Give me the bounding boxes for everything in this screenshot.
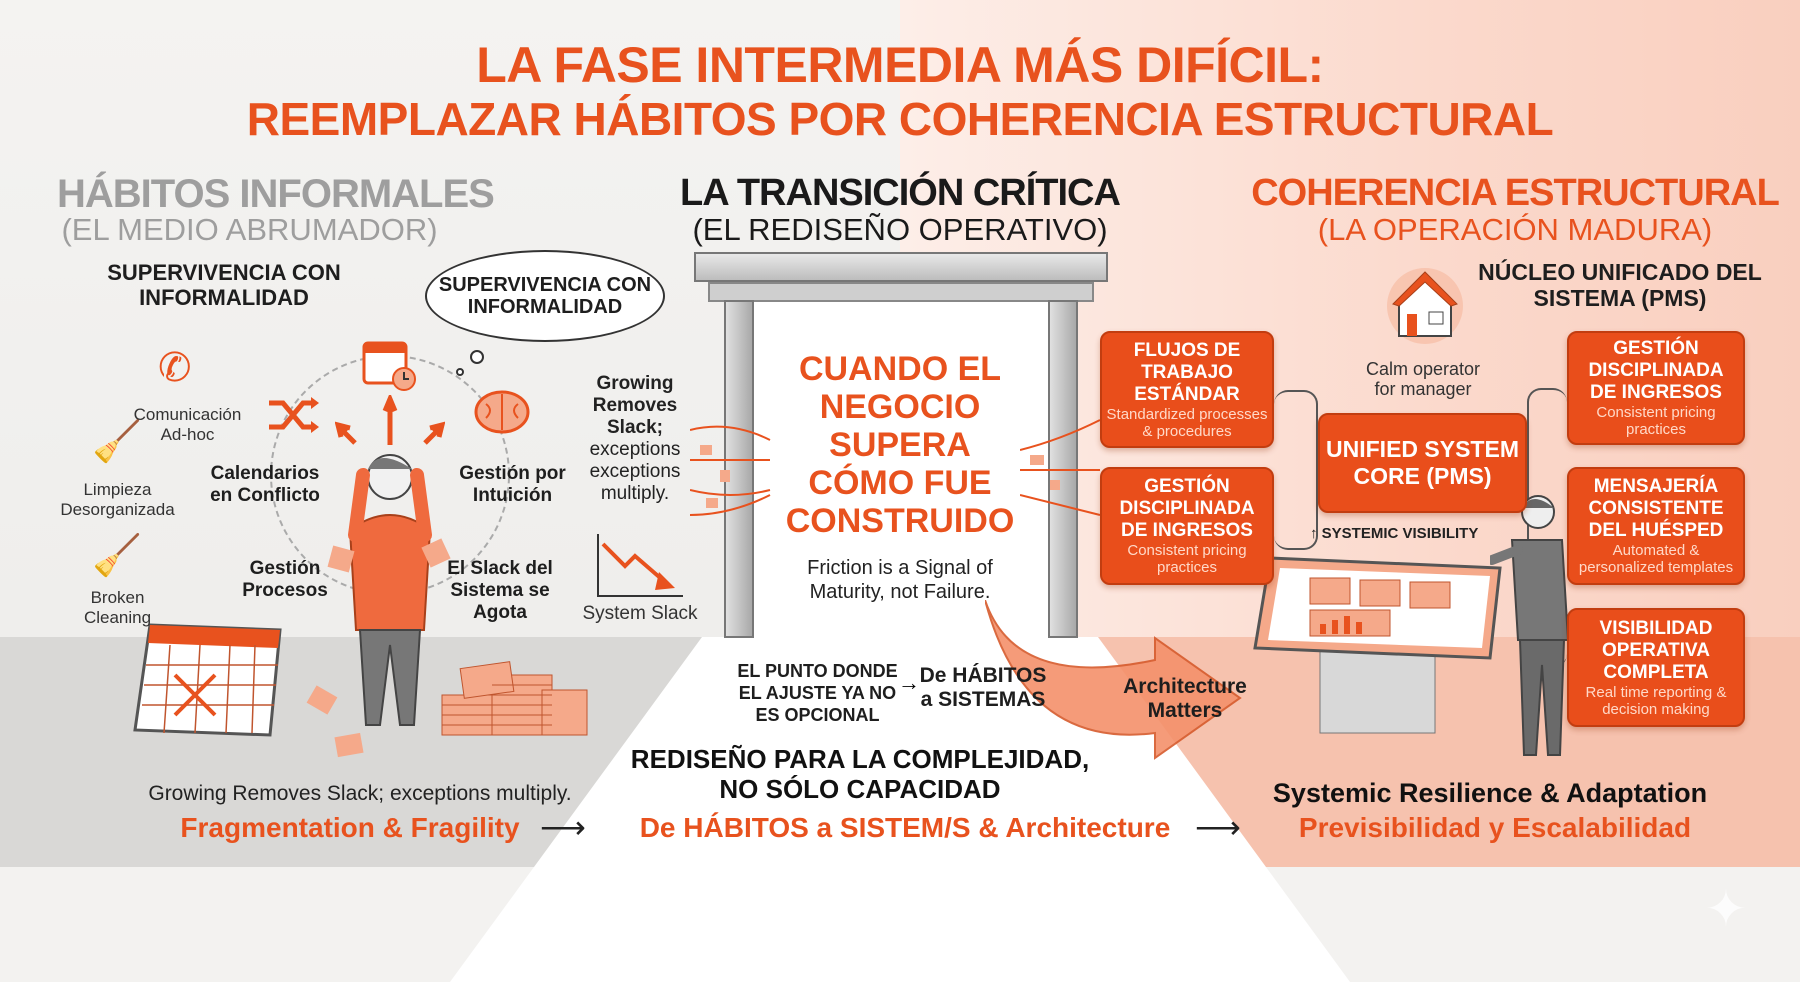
box-desc: Automated & personalized templates — [1578, 542, 1734, 576]
box-desc: Consistent pricing practices — [1596, 404, 1716, 438]
side-item-label: Comunicación Ad-hoc — [133, 405, 242, 444]
box-title: FLUJOS DE TRABAJO ESTÁNDAR — [1133, 339, 1241, 405]
sparkle-icon: ✦ — [1705, 881, 1747, 937]
footer-right: Previsibilidad y Escalabilidad — [1298, 812, 1692, 843]
box-title: GESTIÓN DISCIPLINADA DE INGRESOS — [1588, 338, 1724, 403]
cycle-item-calendars: Calendarios en Conflicto — [210, 463, 320, 506]
box-desc: Real time reporting & decision making — [1585, 683, 1727, 718]
side-item-label: Limpieza Desorganizada — [60, 480, 175, 519]
systemic-visibility-label: ↑ SYSTEMIC VISIBILITY — [1310, 525, 1479, 542]
main-title-line2: REEMPLAZAR HÁBITOS POR COHERENCIA ESTRUC… — [246, 93, 1554, 145]
footer-right-top: Systemic Resilience & Adaptation — [1272, 778, 1708, 808]
stressed-person-illustration — [348, 454, 432, 726]
center-heading: LA TRANSICIÓN CRÍTICA — [680, 172, 1121, 214]
thought-bubble — [456, 368, 464, 376]
box-desc: Standardized processes & procedures — [1106, 405, 1268, 440]
box-title: GESTIÓN DISCIPLINADA DE INGRESOS — [1119, 476, 1255, 541]
point-arrow: → — [898, 670, 920, 695]
stress-arrows-icon — [335, 395, 445, 445]
left-heading: HÁBITOS INFORMALES — [57, 172, 495, 216]
cycle-item-intuition: Gestión por Intuición — [459, 463, 566, 506]
habits-to-systems: De HÁBITOS a SISTEMAS — [919, 664, 1047, 711]
footer-left-top: Growing Removes Slack; exceptions multip… — [148, 782, 572, 805]
paper-stack-illustration — [441, 661, 588, 736]
footer-center: De HÁBITOS a SISTEM/S & Architecture — [639, 812, 1171, 843]
box-title: MENSAJERÍA CONSISTENTE DEL HUÉSPED — [1588, 476, 1724, 541]
redesign-statement: REDISEÑO PARA LA COMPLEJIDAD, NO SÓLO CA… — [630, 744, 1090, 804]
system-slack-label: System Slack — [582, 603, 698, 624]
box-desc: Consistent pricing practices — [1127, 542, 1247, 576]
conflicting-calendar-illustration — [133, 623, 282, 737]
architecture-matters-arrow — [985, 600, 1242, 760]
cloud-text: SUPERVIVENCIA CON INFORMALIDAD — [438, 274, 652, 318]
outgoing-flow-arrows — [1020, 419, 1101, 516]
footer-arrow-2: ⟶ — [1195, 809, 1241, 845]
door-text: CUANDO EL NEGOCIO SUPERA CÓMO FUE CONSTR… — [785, 350, 1015, 540]
core-box-title: UNIFIED SYSTEM CORE (PMS) — [1326, 436, 1519, 489]
door-lintel — [694, 252, 1108, 282]
broken-broom-icon: 🧹 — [92, 534, 142, 578]
door-lintel-lower — [708, 282, 1094, 302]
phone-icon: ✆ — [158, 346, 192, 390]
cycle-item-processes: Gestión Procesos — [242, 558, 328, 601]
thought-cloud: SUPERVIVENCIA CON INFORMALIDAD — [425, 250, 665, 342]
box-title: VISIBILIDAD OPERATIVA COMPLETA — [1599, 617, 1713, 683]
house-icon — [1387, 268, 1463, 344]
footer-left: Fragmentation & Fragility — [180, 812, 520, 843]
main-title-line1: LA FASE INTERMEDIA MÁS DIFÍCIL: — [476, 37, 1324, 93]
brain-icon — [474, 390, 530, 434]
growing-removes-slack-note: Growing Removes Slack; exceptions except… — [575, 373, 695, 505]
point-text: EL PUNTO DONDE EL AJUSTE YA NO ES OPCION… — [737, 661, 898, 725]
center-subheading: (EL REDISEÑO OPERATIVO) — [692, 212, 1108, 247]
right-heading: COHERENCIA ESTRUCTURAL — [1251, 172, 1780, 214]
architecture-matters-label: Architecture Matters — [1123, 675, 1247, 722]
door-opening — [754, 302, 1048, 638]
shuffle-icon — [269, 397, 319, 433]
left-section-label: SUPERVIVENCIA CON INFORMALIDAD — [107, 260, 341, 310]
friction-note: Friction is a Signal of Maturity, not Fa… — [807, 557, 993, 603]
broom-icon: 🧹 — [92, 420, 142, 464]
calendar-clock-icon — [362, 341, 416, 391]
left-subheading: (EL MEDIO ABRUMADOR) — [61, 212, 438, 247]
cycle-item-slack: El Slack del Sistema se Agota — [447, 558, 553, 623]
side-item-label: Broken Cleaning — [83, 588, 152, 627]
growing-bold: Growing Removes Slack; — [592, 373, 678, 438]
connector-left — [1274, 390, 1318, 550]
footer-arrow-1: ⟶ — [540, 809, 586, 845]
thought-bubble — [470, 350, 484, 364]
operator-caption: Calm operator for manager — [1365, 359, 1481, 399]
right-subheading: (LA OPERACIÓN MADURA) — [1317, 212, 1713, 247]
system-slack-chart — [597, 534, 683, 597]
core-label: NÚCLEO UNIFICADO DEL SISTEMA (PMS) — [1478, 259, 1762, 311]
incoming-flow-arrows — [690, 425, 771, 516]
unified-core-box: UNIFIED SYSTEM CORE (PMS) — [1318, 413, 1527, 513]
growing-rest: exceptions exceptions multiply. — [589, 439, 681, 504]
door-post-left — [724, 300, 754, 638]
dashboard-kiosk-illustration — [1253, 556, 1502, 734]
calm-operator-illustration — [1490, 495, 1570, 756]
